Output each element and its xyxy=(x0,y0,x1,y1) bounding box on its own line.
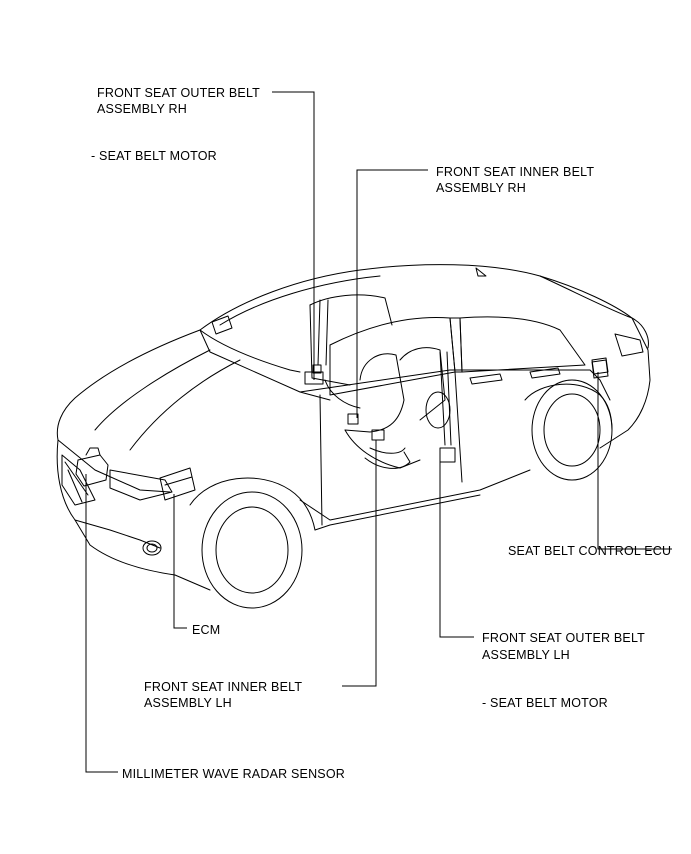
car-grille xyxy=(62,455,95,505)
label-inner-belt-rh-line1: FRONT SEAT INNER BELT xyxy=(436,165,595,179)
label-ecm: ECM xyxy=(192,623,221,637)
car-door-handle-front xyxy=(470,374,502,384)
car-front-fascia xyxy=(57,440,175,575)
car-fog-light xyxy=(143,541,161,555)
label-outer-belt-rh-line1: FRONT SEAT OUTER BELT xyxy=(97,86,261,100)
leader-inner-lh xyxy=(342,440,376,686)
label-inner-belt-rh-line2: ASSEMBLY RH xyxy=(436,181,526,195)
car-rear-deck xyxy=(540,276,648,348)
ecm-part xyxy=(160,468,195,500)
label-inner-belt-lh-line2: ASSEMBLY LH xyxy=(144,696,232,710)
label-outer-belt-rh-motor: - SEAT BELT MOTOR xyxy=(91,149,217,163)
leader-lines xyxy=(86,92,672,772)
label-seat-belt-control-ecu: SEAT BELT CONTROL ECU xyxy=(508,544,672,558)
car-steering-wheel xyxy=(426,392,450,428)
belt-retractor-lh xyxy=(440,448,455,462)
label-outer-belt-lh-motor: - SEAT BELT MOTOR xyxy=(482,696,608,710)
car-headlight xyxy=(110,470,172,500)
seat-belt-control-ecu-part xyxy=(592,360,608,378)
label-outer-belt-lh-line2: ASSEMBLY LH xyxy=(482,648,570,662)
car-side-mirror xyxy=(212,316,232,334)
label-inner-belt-lh-line1: FRONT SEAT INNER BELT xyxy=(144,680,303,694)
car-hood xyxy=(57,330,200,440)
leader-outer-rh xyxy=(272,92,314,380)
car-seat-rear xyxy=(310,295,392,325)
leader-radar xyxy=(86,474,118,772)
car-seat-front xyxy=(345,354,404,432)
label-outer-belt-rh-line2: ASSEMBLY RH xyxy=(97,102,187,116)
car-door-handle-rear xyxy=(530,368,560,378)
leader-inner-rh xyxy=(357,170,428,418)
car-side-window-rear xyxy=(460,317,585,372)
leader-control-ecu xyxy=(598,372,672,549)
car-front-wheel xyxy=(202,492,302,608)
car-side-window-front xyxy=(330,317,455,395)
label-outer-belt-lh-line1: FRONT SEAT OUTER BELT xyxy=(482,631,646,645)
car-roof-outline xyxy=(200,265,632,330)
car-illustration xyxy=(57,265,650,608)
leader-ecm xyxy=(174,494,187,628)
leader-outer-lh xyxy=(440,458,474,637)
label-millimeter-wave-radar-sensor: MILLIMETER WAVE RADAR SENSOR xyxy=(122,767,345,781)
car-windshield xyxy=(200,330,300,372)
car-door-line xyxy=(320,395,322,525)
car-rear-end xyxy=(600,318,650,448)
